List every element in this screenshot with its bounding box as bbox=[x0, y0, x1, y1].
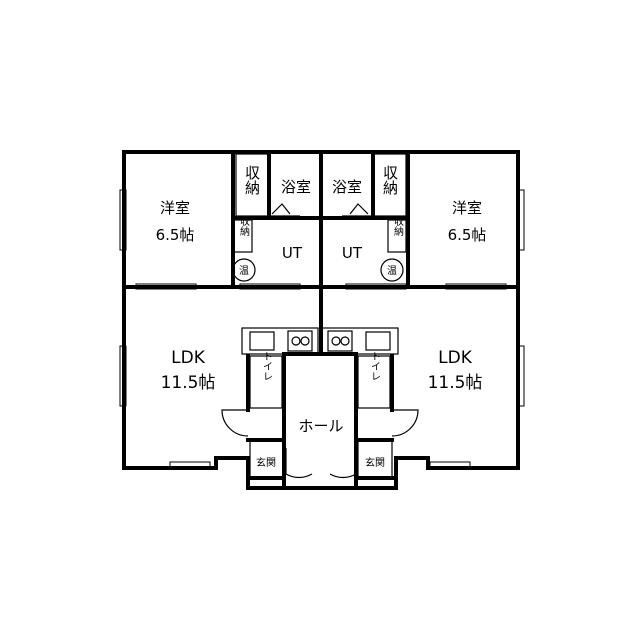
right-toilet-label: トイレ bbox=[369, 351, 381, 381]
hall-label: ホール bbox=[298, 417, 343, 435]
right-ldk-size: 11.5帖 bbox=[428, 373, 483, 393]
room-labels: 洋室 6.5帖 洋室 6.5帖 収納 収納 浴室 浴室 収納 収納 UT UT … bbox=[156, 165, 487, 469]
kitchen-counter bbox=[241, 327, 319, 355]
right-heater-label: 温 bbox=[387, 265, 397, 277]
right-ldk-name: LDK bbox=[438, 348, 473, 368]
left-bedroom-name: 洋室 bbox=[160, 199, 190, 217]
left-closet-top-label: 収納 bbox=[243, 165, 261, 196]
stove-icon bbox=[327, 330, 353, 352]
left-closet-small-label: 収納 bbox=[238, 216, 250, 237]
water-heater-icon bbox=[380, 258, 404, 282]
right-ut-label: UT bbox=[342, 244, 363, 262]
walls bbox=[122, 150, 520, 490]
stove-icon bbox=[287, 330, 313, 352]
left-bath-label: 浴室 bbox=[281, 178, 311, 196]
right-closet-top-label: 収納 bbox=[381, 165, 399, 196]
left-entrance-label: 玄関 bbox=[256, 456, 276, 469]
sink-icon bbox=[365, 331, 391, 351]
left-ldk-size: 11.5帖 bbox=[161, 373, 216, 393]
right-entrance-label: 玄関 bbox=[365, 456, 385, 469]
left-heater-label: 温 bbox=[239, 265, 249, 277]
right-closet-small-label: 収納 bbox=[392, 216, 404, 237]
left-toilet-label: トイレ bbox=[261, 351, 273, 381]
right-bath-label: 浴室 bbox=[332, 178, 362, 196]
right-bedroom-name: 洋室 bbox=[452, 199, 482, 217]
right-bedroom-size: 6.5帖 bbox=[448, 226, 487, 244]
left-ut-label: UT bbox=[282, 244, 303, 262]
sink-icon bbox=[249, 331, 275, 351]
left-ldk-name: LDK bbox=[171, 348, 206, 368]
left-bedroom-size: 6.5帖 bbox=[156, 226, 195, 244]
